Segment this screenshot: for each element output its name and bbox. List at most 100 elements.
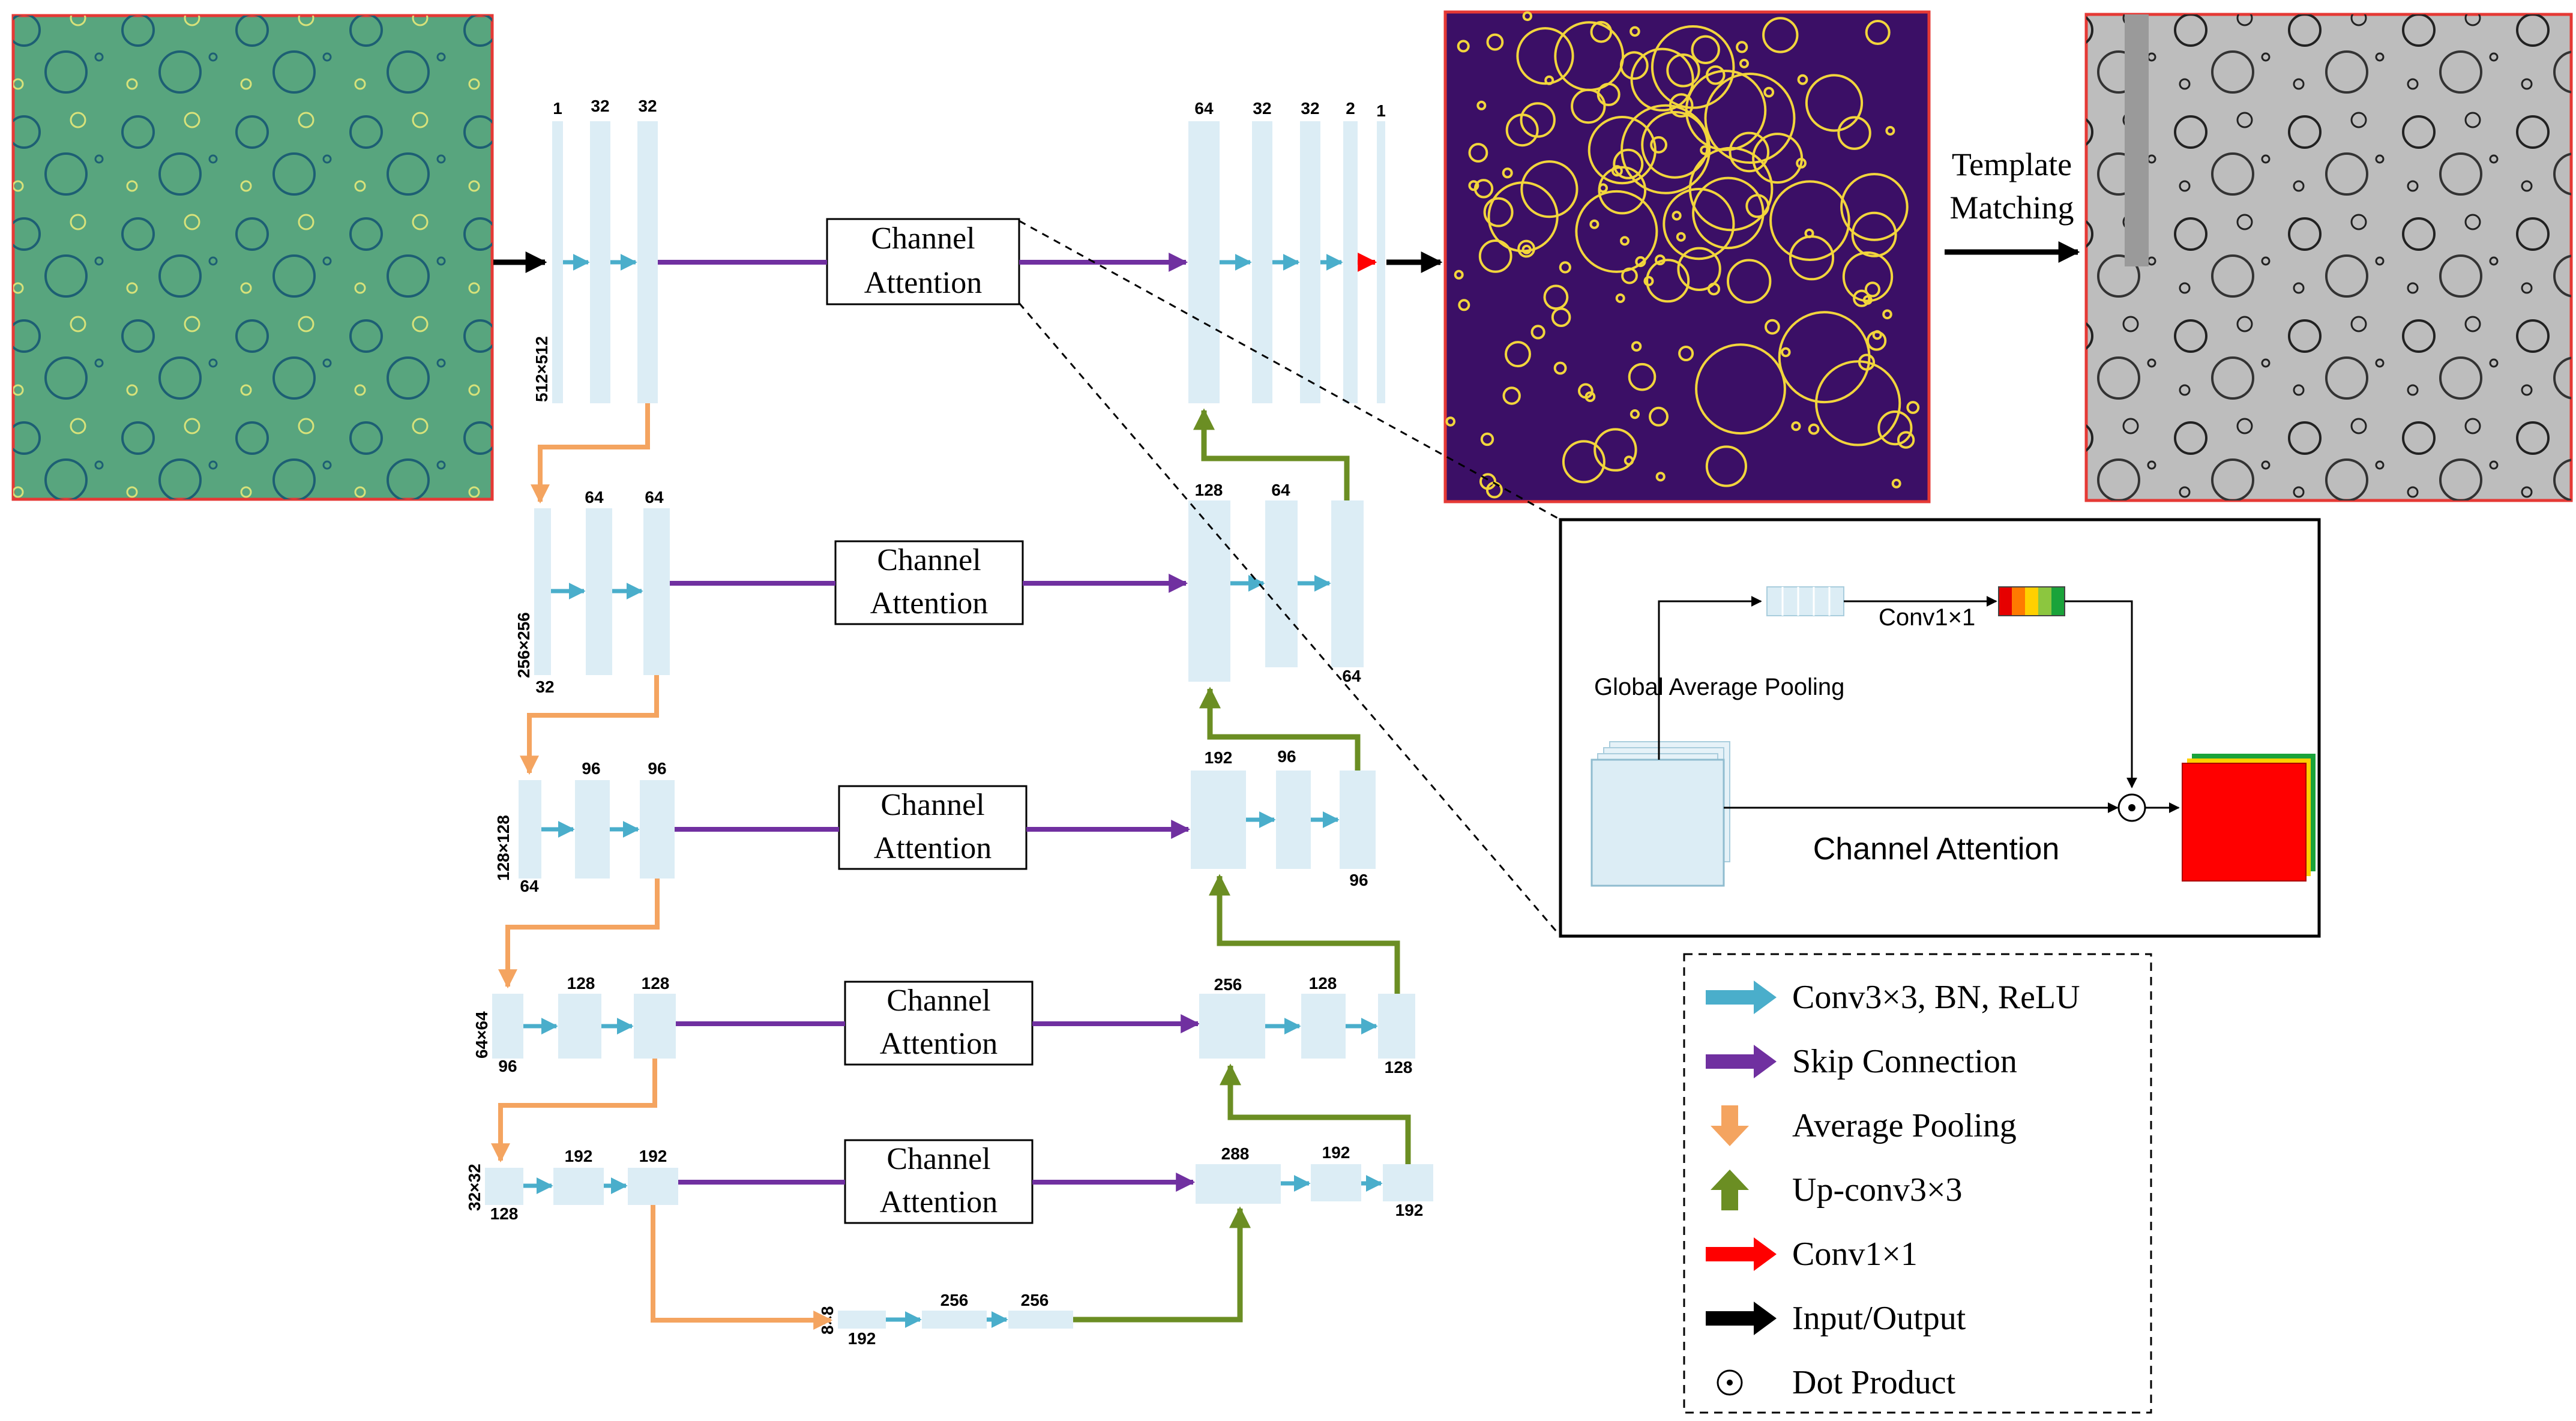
legend-label: Dot Product xyxy=(1792,1364,1956,1401)
dec4-c-a: 256 xyxy=(1214,975,1242,994)
legend-label: Conv1×1 xyxy=(1792,1236,1918,1273)
ca-box-1-line2: Attention xyxy=(864,266,982,300)
dec3-block-a xyxy=(1191,771,1246,869)
enc4-c-in: 96 xyxy=(498,1057,517,1075)
ca-box-5: Channel Attention xyxy=(844,1139,1034,1224)
enc5-c-a: 192 xyxy=(565,1147,593,1165)
enc2-block-b xyxy=(643,508,670,675)
ca-box-4: Channel Attention xyxy=(844,981,1034,1066)
dec5-c-a: 288 xyxy=(1221,1144,1250,1163)
ca-box-3-line2: Attention xyxy=(874,831,992,865)
skip-connections xyxy=(658,253,1200,1192)
enc3-c-b: 96 xyxy=(648,759,666,778)
bottleneck-block-b xyxy=(1008,1311,1073,1329)
legend-label: Up-conv3×3 xyxy=(1792,1171,1963,1209)
enc5-block-b xyxy=(628,1168,678,1205)
pooling-arrows xyxy=(491,403,833,1330)
dec1-c-c: 32 xyxy=(1301,99,1319,118)
enc3-block-b xyxy=(640,780,675,879)
input-image xyxy=(11,14,494,501)
enc5-block-a xyxy=(553,1168,604,1205)
inset-title: Channel Attention xyxy=(1813,832,2060,867)
legend-item: Input/Output xyxy=(1706,1300,1966,1337)
ca-box-5-line1: Channel xyxy=(886,1142,990,1176)
dec1-c-b: 32 xyxy=(1253,99,1271,118)
ca-box-3: Channel Attention xyxy=(838,785,1028,870)
enc4-c-a: 128 xyxy=(567,974,595,993)
enc3-block-a xyxy=(575,780,610,879)
enc2-resolution: 256×256 xyxy=(514,612,533,678)
dec4-c-b: 128 xyxy=(1309,974,1337,993)
enc4-block-a xyxy=(558,994,601,1059)
ca-box-4-line1: Channel xyxy=(886,984,990,1018)
ca-box-4-line2: Attention xyxy=(880,1027,998,1061)
right-arrow-icon xyxy=(1706,1302,1777,1335)
enc1-block-a xyxy=(590,121,610,403)
dec1-block-d xyxy=(1343,121,1358,403)
right-arrow-icon xyxy=(1706,981,1777,1014)
enc1-c-a: 32 xyxy=(591,97,609,115)
dec2-block-b xyxy=(1265,500,1298,667)
ca-box-2-line1: Channel xyxy=(877,543,981,577)
legend: Conv3×3, BN, ReLU Skip ConnectionAverage … xyxy=(1683,953,2152,1414)
ca-box-1: Channel Attention xyxy=(826,218,1020,305)
dec3-block-b xyxy=(1276,771,1311,869)
enc5-block-in xyxy=(485,1168,523,1205)
dec2-c-a: 128 xyxy=(1195,481,1223,499)
legend-item: Average Pooling xyxy=(1711,1105,2017,1146)
enc5-c-in: 128 xyxy=(490,1204,519,1223)
inset-gap-label: Global Average Pooling xyxy=(1594,674,1844,700)
ca-box-1-line1: Channel xyxy=(871,221,975,256)
dec1-block-e xyxy=(1377,121,1385,403)
legend-label: Input/Output xyxy=(1792,1300,1966,1337)
feature-cube xyxy=(1590,741,1730,887)
legend-label: Conv3×3, BN, ReLU xyxy=(1792,979,2080,1016)
dec5-block-a xyxy=(1196,1164,1281,1204)
ca-box-5-line2: Attention xyxy=(880,1185,998,1219)
enc1-c-in: 1 xyxy=(553,99,562,118)
legend-item: Dot Product xyxy=(1717,1364,1956,1401)
bottleneck-block-in xyxy=(838,1311,886,1329)
down-arrow-icon xyxy=(1711,1105,1749,1146)
dec1-c-d: 2 xyxy=(1346,99,1355,118)
dot-product-icon xyxy=(1717,1369,1743,1396)
dec2-block-a xyxy=(1188,500,1230,682)
dec3-block-c xyxy=(1340,771,1376,869)
enc5-resolution: 32×32 xyxy=(465,1164,484,1211)
dec3-c-a: 192 xyxy=(1205,748,1233,767)
dec5-c-c: 192 xyxy=(1395,1201,1424,1219)
pooled-vector xyxy=(1766,586,1844,616)
enc3-c-a: 96 xyxy=(582,759,600,778)
bottleneck-block-a xyxy=(922,1311,987,1329)
legend-label: Average Pooling xyxy=(1792,1107,2017,1144)
legend-item: Conv1×1 xyxy=(1706,1236,1918,1273)
enc4-block-in xyxy=(492,994,523,1059)
right-arrow-icon xyxy=(1706,1237,1777,1271)
dec4-block-a xyxy=(1199,994,1265,1059)
dec5-c-b: 192 xyxy=(1322,1143,1350,1162)
zoom-lines xyxy=(1018,220,1562,937)
legend-item: Skip Connection xyxy=(1706,1043,2017,1080)
bottleneck-c-in: 192 xyxy=(848,1329,876,1348)
enc5-c-b: 192 xyxy=(639,1147,667,1165)
dec5-block-c xyxy=(1383,1164,1433,1201)
template-label-line1: Template xyxy=(1952,146,2072,182)
enc2-block-in xyxy=(534,508,551,675)
bottleneck-c-b: 256 xyxy=(1021,1291,1049,1309)
crater-mask-image xyxy=(1443,10,1931,503)
ca-box-2-line2: Attention xyxy=(870,586,988,620)
up-arrow-icon xyxy=(1711,1170,1749,1210)
template-label-line2: Matching xyxy=(1950,190,2074,226)
enc3-c-in: 64 xyxy=(520,877,539,895)
enc4-block-b xyxy=(634,994,676,1059)
dec2-c-b: 64 xyxy=(1271,481,1290,499)
enc3-block-in xyxy=(519,780,541,879)
enc3-resolution: 128×128 xyxy=(494,815,513,881)
inset-conv-label: Conv1×1 xyxy=(1879,604,1975,631)
legend-label: Skip Connection xyxy=(1792,1043,2017,1080)
dec2-c-c: 64 xyxy=(1342,667,1361,685)
enc4-c-b: 128 xyxy=(642,974,670,993)
enc2-block-a xyxy=(586,508,612,675)
legend-item: Up-conv3×3 xyxy=(1711,1170,1963,1210)
ca-box-2: Channel Attention xyxy=(834,540,1024,625)
